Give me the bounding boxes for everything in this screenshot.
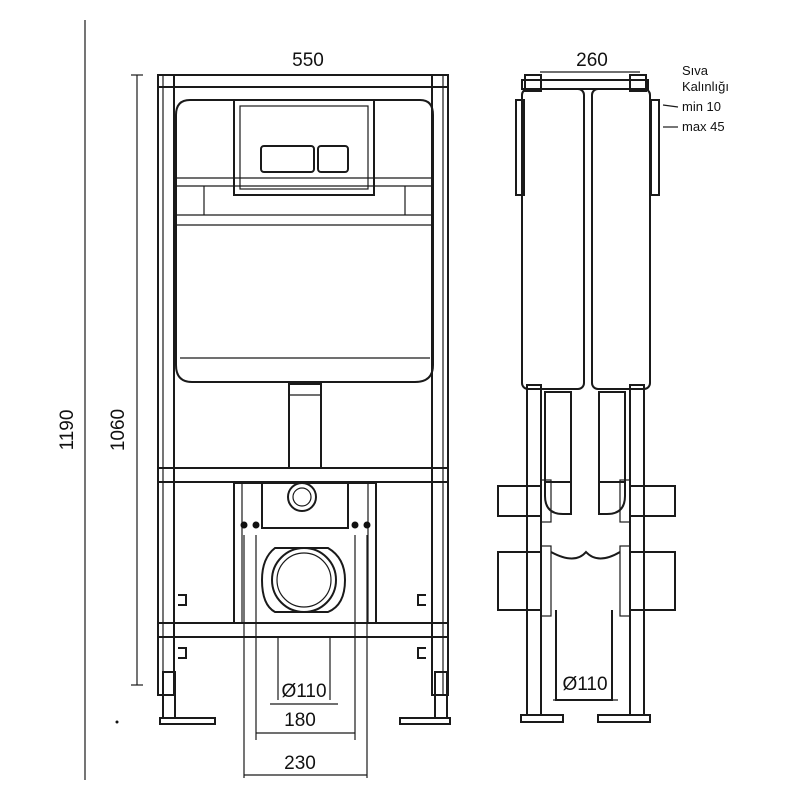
dimension-180-label: 180 [284,710,316,731]
side-foot-front [597,714,651,723]
side-drain-bend [550,550,621,560]
side-plate-bracket [650,99,660,196]
bracket-icon [178,647,187,659]
side-foot-rear [520,714,564,723]
side-cistern-rear [521,88,585,390]
side-leg-rear [526,384,542,716]
bolt-icon [351,521,359,529]
dimension-230-label: 230 [284,753,316,774]
front-drain-diameter-label: Ø110 [281,681,326,702]
side-middle-bracket-right [629,485,676,517]
arrow-icon [662,104,679,108]
flush-button-large [260,145,315,173]
side-middle-bracket-left [497,485,542,517]
side-leg-front [629,384,645,716]
side-cistern-front [591,88,651,390]
dimension-1190-label: 1190 [57,410,78,451]
cistern-tank [175,99,434,383]
front-middle-rail [157,467,449,483]
bracket-icon [178,594,187,606]
side-top-bar [521,79,649,90]
front-foot-left [159,717,216,725]
plaster-thickness-min: min 10 [682,99,721,114]
bolt-icon [252,521,260,529]
plaster-thickness-title-1: Sıva [682,63,709,78]
front-foot-right [399,717,451,725]
dimension-550-label: 550 [292,50,324,71]
side-dimensions: 260 Ø110 Sıva Kalınlığı min 10 max 45 [540,50,729,701]
dimension-260-label: 260 [576,50,608,71]
side-view [497,74,676,723]
bolt-icon [240,521,248,529]
drain-outlet-flange [260,547,347,613]
side-lower-bracket-right [629,551,676,611]
flush-pipe [288,383,322,469]
bolt-icon [363,521,371,529]
flush-plate [233,99,375,196]
dimension-1060-label: 1060 [108,409,129,451]
plaster-thickness-max: max 45 [682,119,725,134]
front-top-rail [157,74,449,88]
side-drain-diameter-label: Ø110 [562,674,607,695]
bracket-icon [417,594,426,606]
inlet-pipe [287,482,317,512]
front-view [157,74,451,725]
front-dimensions: 1190 1060 550 Ø110 180 230 [57,20,368,780]
bracket-icon [417,647,426,659]
side-lower-bracket-left [497,551,542,611]
front-left-post [157,74,175,696]
side-wall-bracket [515,99,525,196]
plaster-thickness-title-2: Kalınlığı [682,79,729,94]
side-flush-pipe [544,391,572,483]
front-right-post [431,74,449,696]
side-overflow-pipe [598,391,626,483]
front-lower-rail [157,622,449,638]
flush-button-small [317,145,349,173]
side-elbow-right [598,482,626,515]
drain-outlet [271,547,337,613]
side-elbow-left [544,482,572,515]
